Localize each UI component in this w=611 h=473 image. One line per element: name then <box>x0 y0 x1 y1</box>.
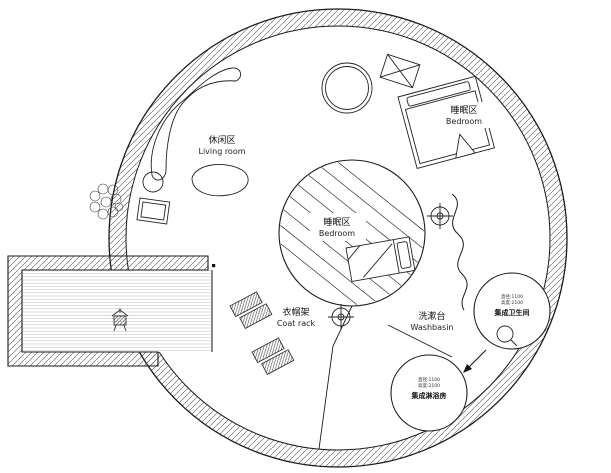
living-room-label-en: Living room <box>198 147 245 156</box>
partitions <box>318 193 468 450</box>
ceiling-fixture-icon-1 <box>427 203 453 229</box>
outer-wall-ring <box>108 8 568 468</box>
round-table-inner <box>325 66 369 110</box>
bathroom-pod-label: 集成卫生间 <box>494 308 530 317</box>
upper-bed-fold <box>455 133 476 159</box>
center-label-backing <box>310 213 366 241</box>
center-bed-pillow <box>396 241 412 269</box>
curved-sofa <box>150 67 242 181</box>
wavy-partition <box>451 193 468 311</box>
shower-pod: 直径:1100 高度:2100 集成淋浴房 <box>390 354 468 432</box>
side-table <box>142 171 164 193</box>
washbasin-label-zh: 洗漱台 <box>418 310 445 322</box>
area-labels: 休闲区 Living room 睡眠区 Bedroom 睡眠区 Bedroom … <box>198 102 492 332</box>
shower-pod-circle <box>390 354 468 432</box>
shower-pod-dim1: 直径:1100 <box>418 376 440 383</box>
washbasin-counter-line <box>387 324 453 358</box>
bathroom-pod-dim1: 直径:1100 <box>501 293 523 300</box>
coat-rack-label-en: Coat rack <box>277 319 316 328</box>
washbasin-label-en: Washbasin <box>411 323 454 332</box>
ceiling-fixture-icon-2 <box>328 304 354 330</box>
center-bedroom-label-en: Bedroom <box>319 229 355 238</box>
upper-bedroom-label-zh: 睡眠区 <box>450 104 477 116</box>
coat-rack-cluster-b <box>251 337 295 375</box>
terrace-floor <box>22 270 212 352</box>
inner-wall-line <box>125 25 551 451</box>
bathroom-pod-circle <box>473 272 551 350</box>
door-marker-dot <box>212 264 216 268</box>
center-bedroom-label-zh: 睡眠区 <box>323 216 350 228</box>
bathroom-pod: 直径:1100 高度:2100 集成卫生间 <box>473 272 551 350</box>
shower-pod-label: 集成淋浴房 <box>411 391 447 400</box>
coffee-table <box>191 163 249 197</box>
round-table <box>321 62 373 114</box>
shower-pod-dim2: 高度:2100 <box>418 382 440 389</box>
upper-bedroom-label-backing <box>438 102 492 128</box>
crossed-box <box>379 53 421 89</box>
center-bedroom-pod <box>278 159 426 307</box>
center-bed <box>345 236 416 283</box>
plant-icon <box>89 183 124 220</box>
arrow-icon <box>463 349 487 373</box>
magnifier-icon <box>496 325 518 347</box>
coat-rack-label-zh: 衣帽架 <box>282 306 309 318</box>
upper-bedroom-label-en: Bedroom <box>446 117 482 126</box>
bathroom-pod-dim2: 高度:2100 <box>501 299 523 306</box>
living-room-label-zh: 休闲区 <box>208 134 235 146</box>
left-terrace <box>7 255 254 367</box>
coat-rack-cluster-a <box>229 291 273 329</box>
partition-line-left <box>318 305 353 450</box>
outer-wall-line <box>108 8 568 468</box>
terrace-wall <box>7 255 209 367</box>
living-room-furniture <box>89 53 421 225</box>
stove-icon <box>111 308 129 332</box>
upper-bed-pillow <box>406 81 471 107</box>
ottoman <box>136 197 171 225</box>
